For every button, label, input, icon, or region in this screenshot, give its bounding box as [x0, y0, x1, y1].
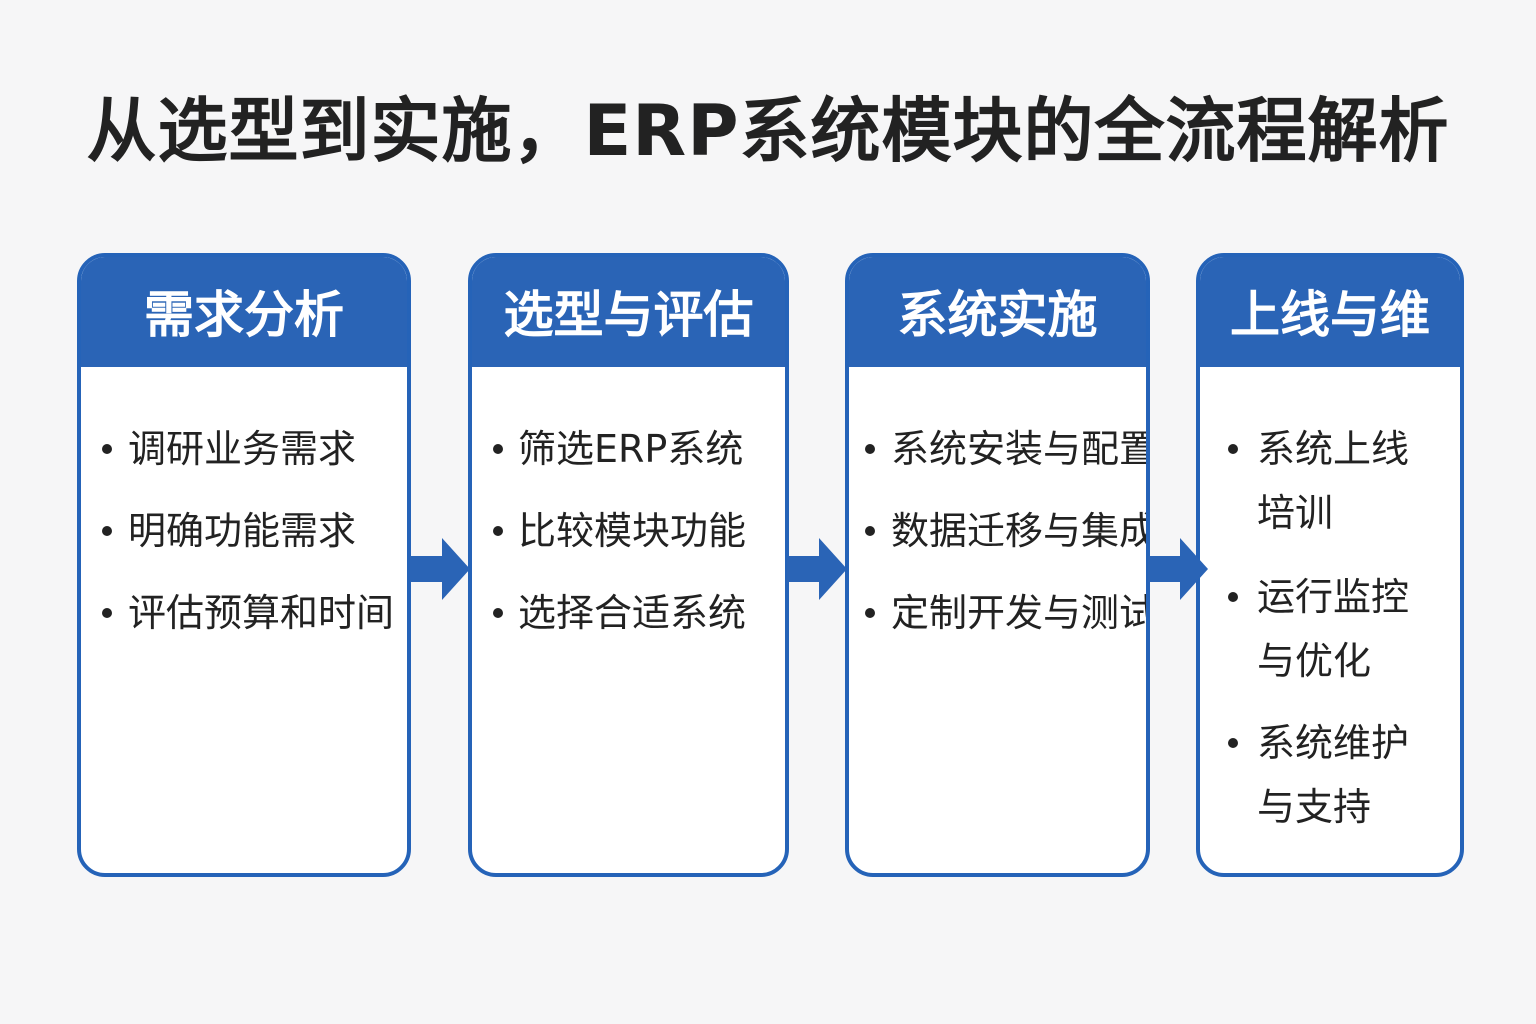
stage-header: 系统实施 — [849, 257, 1146, 367]
bullet-icon — [102, 526, 112, 536]
list-item-text: 系统上线培训 — [1257, 427, 1410, 535]
stage-body: 系统上线培训 运行监控与优化 系统维护与支持 — [1200, 369, 1460, 873]
right-arrow-icon — [410, 538, 470, 600]
list-item-text: 运行监控与优化 — [1257, 575, 1410, 683]
right-arrow-icon — [1148, 538, 1208, 600]
bullet-icon — [102, 608, 112, 618]
bullet-icon — [1228, 444, 1238, 454]
list-item: 评估预算和时间 — [81, 581, 407, 645]
bullet-icon — [1228, 592, 1238, 602]
list-item: 数据迁移与集成 — [849, 499, 1146, 563]
list-item: 调研业务需求 — [81, 417, 407, 481]
bullet-icon — [493, 608, 503, 618]
list-item-text: 明确功能需求 — [128, 509, 357, 553]
list-item-text: 筛选ERP系统 — [518, 427, 744, 471]
list-item: 明确功能需求 — [81, 499, 407, 563]
list-item-text: 数据迁移与集成 — [891, 509, 1146, 553]
bullet-icon — [493, 526, 503, 536]
stage-card-implementation: 系统实施 系统安装与配置 数据迁移与集成 定制开发与测试 — [845, 253, 1150, 877]
list-item: 系统安装与配置 — [849, 417, 1146, 481]
bullet-icon — [102, 444, 112, 454]
bullet-icon — [865, 444, 875, 454]
page-title: 从选型到实施，ERP系统模块的全流程解析 — [86, 90, 1450, 172]
list-item: 比较模块功能 — [472, 499, 785, 563]
list-item-text: 系统安装与配置 — [891, 427, 1146, 471]
right-arrow-icon — [787, 538, 847, 600]
bullet-icon — [865, 608, 875, 618]
stage-card-golive: 上线与维 系统上线培训 运行监控与优化 系统维护与支持 — [1196, 253, 1464, 877]
list-item: 选择合适系统 — [472, 581, 785, 645]
list-item-text: 比较模块功能 — [518, 509, 747, 553]
list-item: 系统维护与支持 — [1200, 711, 1460, 839]
stage-body: 调研业务需求 明确功能需求 评估预算和时间 — [81, 369, 407, 873]
bullet-icon — [493, 444, 503, 454]
stage-header: 需求分析 — [81, 257, 407, 367]
stage-card-requirements: 需求分析 调研业务需求 明确功能需求 评估预算和时间 — [77, 253, 411, 877]
list-item-text: 调研业务需求 — [128, 427, 357, 471]
bullet-icon — [1228, 738, 1238, 748]
list-item-text: 定制开发与测试 — [891, 591, 1146, 635]
list-item-text: 系统维护与支持 — [1257, 721, 1410, 829]
list-item: 运行监控与优化 — [1200, 565, 1460, 693]
stage-header: 上线与维 — [1200, 257, 1460, 367]
stage-body: 筛选ERP系统 比较模块功能 选择合适系统 — [472, 369, 785, 873]
list-item: 定制开发与测试 — [849, 581, 1146, 645]
list-item-text: 评估预算和时间 — [128, 591, 395, 635]
list-item: 筛选ERP系统 — [472, 417, 785, 481]
stage-header: 选型与评估 — [472, 257, 785, 367]
list-item-text: 选择合适系统 — [518, 591, 747, 635]
stage-body: 系统安装与配置 数据迁移与集成 定制开发与测试 — [849, 369, 1146, 873]
bullet-icon — [865, 526, 875, 536]
list-item: 系统上线培训 — [1200, 417, 1460, 545]
stage-card-selection: 选型与评估 筛选ERP系统 比较模块功能 选择合适系统 — [468, 253, 789, 877]
